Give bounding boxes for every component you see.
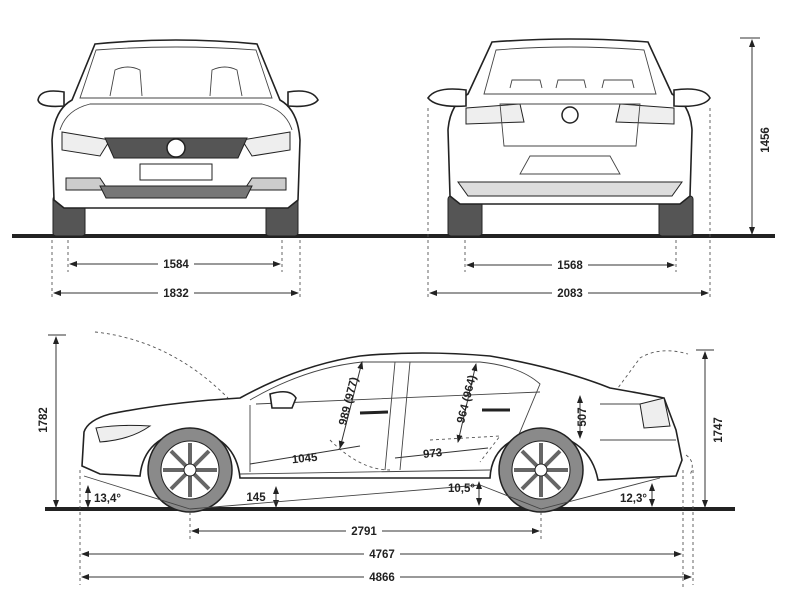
door-handles xyxy=(359,408,510,415)
front-legroom-label: 1045 xyxy=(291,452,318,467)
rear-wheel xyxy=(498,427,584,513)
side-mirrors-rear xyxy=(427,88,711,108)
dim-rear-legroom xyxy=(394,447,489,459)
taillights xyxy=(465,103,675,125)
door-lines xyxy=(249,361,411,472)
front-body xyxy=(51,39,301,209)
rear-diffuser xyxy=(457,181,683,197)
body-character-lines xyxy=(239,391,676,475)
windshield xyxy=(79,46,273,99)
dim-front-headroom xyxy=(338,361,364,449)
side-view: 989 (977) 964 (964) 1045 973 507 145 13,… xyxy=(38,331,735,590)
dim-rear-headroom xyxy=(456,363,478,443)
height-open-trunk-label: 1747 xyxy=(713,417,725,443)
front-view: 1584 1832 xyxy=(12,39,775,300)
side-taillight xyxy=(639,397,671,429)
side-body xyxy=(81,352,683,481)
seat-outlines xyxy=(329,435,501,471)
rear-headrests xyxy=(509,79,635,89)
approach-angle-line xyxy=(83,475,191,510)
approach-angle-label: 13,4° xyxy=(94,493,121,505)
height-open-hood-label: 1782 xyxy=(38,407,50,433)
vw-logo-rear xyxy=(561,106,579,124)
breakover-angle-label: 10,5° xyxy=(448,483,475,495)
side-mirrors-front xyxy=(37,90,319,108)
trunk-opening-label: 507 xyxy=(577,407,589,426)
rear-window xyxy=(483,46,657,95)
length-hitch-label: 4866 xyxy=(369,572,395,584)
departure-angle-line xyxy=(540,477,661,510)
departure-angle-label: 12,3° xyxy=(620,493,647,505)
front-track-label: 1584 xyxy=(163,259,189,271)
breakover-line-rear xyxy=(479,484,542,510)
window-line xyxy=(249,361,541,471)
rear-legroom-label: 973 xyxy=(423,447,443,461)
trunk-lid xyxy=(499,103,641,147)
mirror-width-label: 2083 xyxy=(557,288,583,300)
length-label: 4767 xyxy=(369,549,395,561)
front-width-label: 1832 xyxy=(163,288,189,300)
side-headlight xyxy=(95,424,152,443)
ground-clearance-label: 145 xyxy=(246,492,266,504)
open-trunk-outline xyxy=(614,350,693,590)
wheelbase-label: 2791 xyxy=(351,526,377,538)
height-label: 1456 xyxy=(760,127,772,153)
seats xyxy=(109,66,243,97)
breakover-line-front xyxy=(189,484,481,510)
front-license-plate xyxy=(139,163,213,181)
vw-logo-front xyxy=(166,138,186,158)
hood-line xyxy=(59,103,293,131)
open-hood-outline xyxy=(94,331,229,399)
front-wheel xyxy=(147,427,233,513)
rear-track-label: 1568 xyxy=(557,260,583,272)
side-mirror xyxy=(269,390,297,409)
rear-license-plate xyxy=(519,155,621,175)
rear-view: 1568 2083 1456 xyxy=(427,37,772,300)
dim-front-legroom xyxy=(249,445,361,465)
headlights xyxy=(61,131,291,157)
lower-intake xyxy=(99,185,253,199)
